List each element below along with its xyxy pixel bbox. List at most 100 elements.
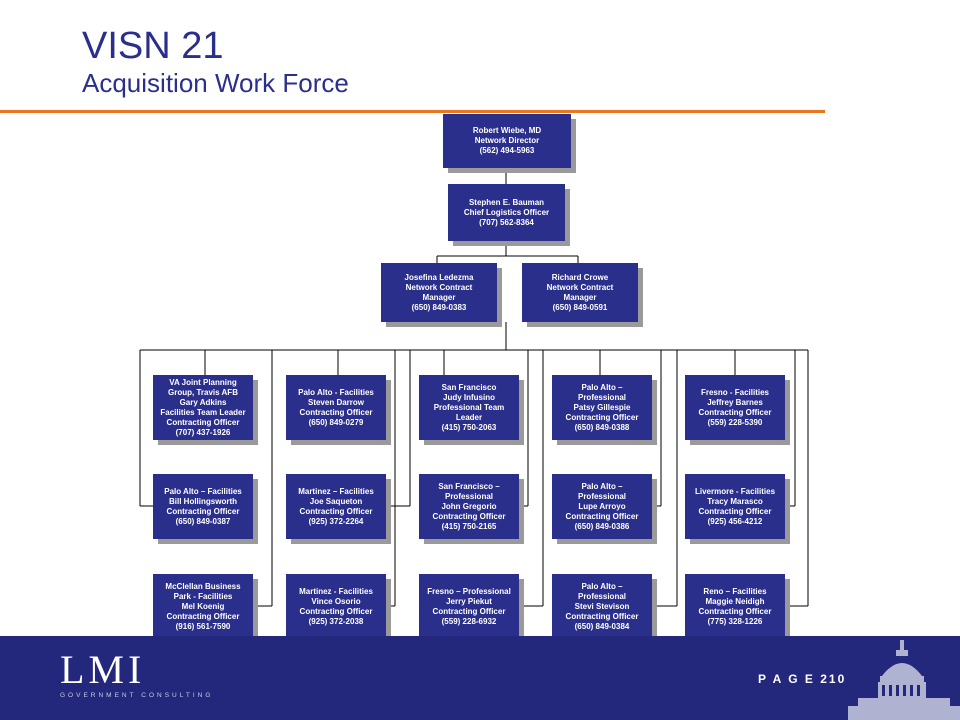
box-text-line: John Gregorio <box>441 501 497 511</box>
box-text-line: Palo Alto – <box>581 481 623 491</box>
box-text-line: Leader <box>455 412 483 422</box>
box-text-line: Professional <box>577 591 626 601</box>
box-text-line: Group, Travis AFB <box>168 387 238 397</box>
header-divider <box>0 110 825 113</box>
box-text-line: Contracting Officer <box>432 511 506 521</box>
box-text-line: Palo Alto – <box>581 382 623 392</box>
box-text-line: Jeffrey Barnes <box>707 397 763 407</box>
box-text-line: Fresno - Facilities <box>700 387 770 397</box>
box-text-line: Contracting Officer <box>698 506 772 516</box>
box-text-line: Vince Osorio <box>311 596 361 606</box>
box-text-line: Park - Facilities <box>173 591 233 601</box>
box-text-line: Bill Hollingsworth <box>169 496 237 506</box>
box-text-line: Palo Alto - Facilities <box>298 387 374 397</box>
box-text-line: (650) 849-0384 <box>574 621 630 631</box>
box-text-line: Contracting Officer <box>299 606 373 616</box>
slide-title: VISN 21 <box>82 25 224 67</box>
box-text-line: (650) 849-0279 <box>308 417 364 427</box>
box-text-line: Contracting Officer <box>565 412 639 422</box>
box-text-line: Maggie Neidigh <box>705 596 765 606</box>
box-text-line: Contracting Officer <box>698 606 772 616</box>
box-text-line: Martinez - Facilities <box>299 586 373 596</box>
capitol-dome-icon <box>848 640 960 720</box>
box-text-line: Fresno – Professional <box>427 586 511 596</box>
box-text-line: Tracy Marasco <box>707 496 763 506</box>
box-text-line: (916) 561-7590 <box>175 621 231 631</box>
box-text-line: Contracting Officer <box>166 506 240 516</box>
box-text-line: Lupe Arroyo <box>578 501 626 511</box>
page-number: P A G E 210 <box>758 672 847 686</box>
footer-bar <box>0 636 960 720</box>
box-text-line: Josefina Ledezma <box>404 272 474 282</box>
lmi-logo: LMI GOVERNMENT CONSULTING <box>60 647 214 700</box>
box-text-line: (707) 562-8364 <box>479 217 534 227</box>
box-text-line: Steven Darrow <box>307 397 365 407</box>
box-text-line: Palo Alto – Facilities <box>164 486 242 496</box>
box-text-line: (650) 849-0591 <box>552 302 608 312</box>
box-text-line: Gary Adkins <box>179 397 227 407</box>
box-text-line: Contracting Officer <box>698 407 772 417</box>
box-text-line: Professional <box>444 491 493 501</box>
box-text-line: McClellan Business <box>165 581 241 591</box>
box-text-line: Professional <box>577 392 626 402</box>
box-text-line: (650) 849-0383 <box>411 302 467 312</box>
box-text-line: (650) 849-0388 <box>574 422 630 432</box>
box-text-line: VA Joint Planning <box>169 377 237 387</box>
box-text-line: Livermore - Facilities <box>694 486 776 496</box>
box-text-line: Palo Alto – <box>581 581 623 591</box>
box-text-line: Contracting Officer <box>565 511 639 521</box>
box-text-line: Contracting Officer <box>299 506 373 516</box>
logo-tagline: GOVERNMENT CONSULTING <box>60 692 214 699</box>
box-text-line: Professional Team <box>433 402 505 412</box>
box-text-line: (559) 228-6932 <box>441 616 497 626</box>
box-text-line: (650) 849-0387 <box>175 516 231 526</box>
box-text-line: Chief Logistics Officer <box>463 207 550 217</box>
box-text-line: Professional <box>577 491 626 501</box>
box-text-line: Reno – Facilities <box>703 586 767 596</box>
box-text-line: Facilities Team Leader <box>160 407 246 417</box>
box-text-line: Stevi Stevison <box>574 601 630 611</box>
box-text-line: (775) 328-1226 <box>707 616 763 626</box>
box-text-line: (650) 849-0386 <box>574 521 630 531</box>
box-text-line: Network Contract <box>405 282 473 292</box>
box-text-line: Contracting Officer <box>565 611 639 621</box>
box-text-line: (415) 750-2165 <box>441 521 497 531</box>
box-text-line: Contracting Officer <box>166 417 240 427</box>
box-text-line: Mel Koenig <box>181 601 225 611</box>
logo-wordmark: LMI <box>60 647 146 692</box>
box-text-line: Judy Infusino <box>443 392 495 402</box>
box-text-line: Patsy Gillespie <box>573 402 631 412</box>
box-text-line: Robert Wiebe, MD <box>472 126 542 135</box>
box-text-line: Contracting Officer <box>166 611 240 621</box>
box-text-line: (925) 372-2264 <box>308 516 364 526</box>
box-text-line: (562) 494-5963 <box>479 146 535 155</box>
box-text-line: Joe Saqueton <box>309 496 363 506</box>
box-text-line: Martinez – Facilities <box>298 486 374 496</box>
box-text-line: Network Director <box>474 136 540 145</box>
slide-header: VISN 21 Acquisition Work Force <box>82 24 349 98</box>
box-text-line: (925) 456-4212 <box>707 516 763 526</box>
box-text-line: Contracting Officer <box>299 407 373 417</box>
box-text-line: Stephen E. Bauman <box>468 197 545 207</box>
box-text-line: San Francisco – <box>438 481 500 491</box>
box-text-line: (707) 437-1926 <box>175 427 231 437</box>
